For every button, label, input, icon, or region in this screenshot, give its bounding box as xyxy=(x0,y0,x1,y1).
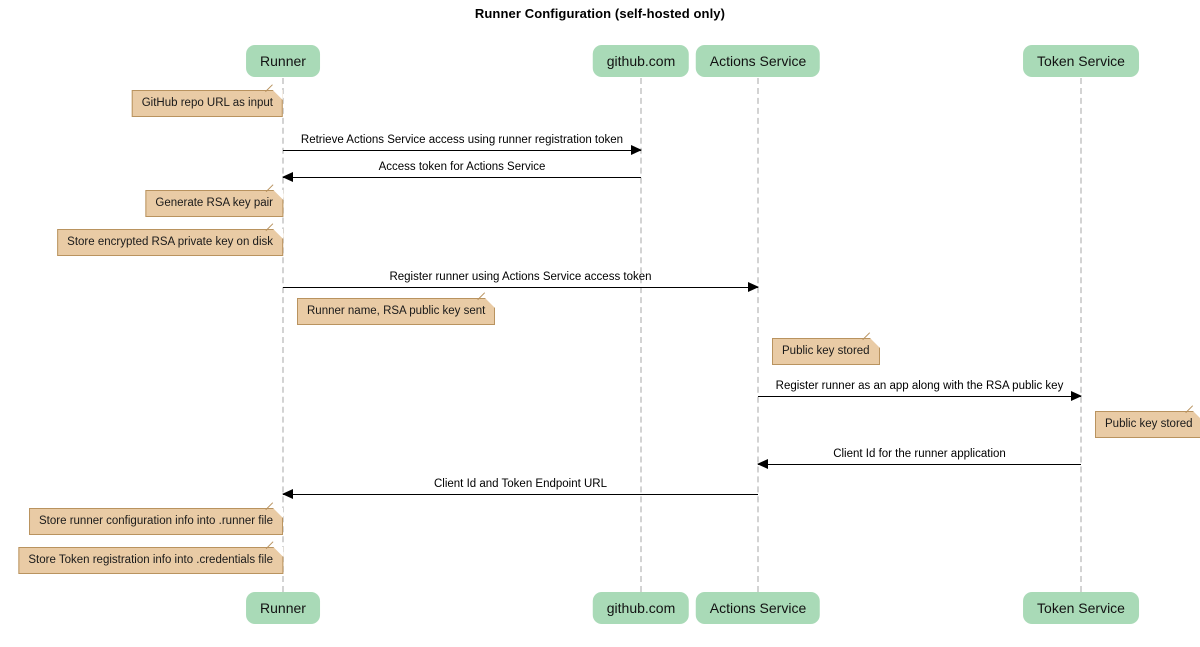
participant-footer-token[interactable]: Token Service xyxy=(1023,592,1139,624)
note-8: Store Token registration info into .cred… xyxy=(18,541,283,574)
message-label: Register runner using Actions Service ac… xyxy=(389,271,652,283)
note-fold-corner-icon xyxy=(869,338,880,348)
participant-header-runner[interactable]: Runner xyxy=(246,45,320,77)
participant-header-actions[interactable]: Actions Service xyxy=(695,45,821,77)
lifeline-token xyxy=(1080,78,1082,592)
note-fold-corner-icon xyxy=(273,547,283,557)
note-text: Generate RSA key pair xyxy=(155,197,273,209)
participant-footer-github[interactable]: github.com xyxy=(592,592,690,624)
note-text: Runner name, RSA public key sent xyxy=(307,305,486,317)
message-5: Client Id for the runner application xyxy=(757,448,1081,469)
message-label: Register runner as an app along with the… xyxy=(775,380,1064,392)
message-4: Register runner as an app along with the… xyxy=(758,380,1082,401)
lifeline-github xyxy=(640,78,642,592)
message-label: Access token for Actions Service xyxy=(378,161,546,173)
note-text: Store encrypted RSA private key on disk xyxy=(67,236,273,248)
message-label: Client Id for the runner application xyxy=(833,448,1006,460)
note-fold-corner-icon xyxy=(273,229,283,239)
message-6: Client Id and Token Endpoint URL xyxy=(282,478,758,499)
arrow-head-icon xyxy=(757,458,768,469)
arrow-head-icon xyxy=(631,144,642,155)
arrow-head-icon xyxy=(1071,390,1082,401)
participant-header-token[interactable]: Token Service xyxy=(1023,45,1139,77)
participant-header-github[interactable]: github.com xyxy=(592,45,690,77)
arrow-head-icon xyxy=(748,281,759,292)
note-text: GitHub repo URL as input xyxy=(141,97,273,109)
participant-footer-runner[interactable]: Runner xyxy=(246,592,320,624)
message-label: Retrieve Actions Service access using ru… xyxy=(300,134,624,146)
note-6: Public key stored xyxy=(1095,405,1200,438)
arrow-head-icon xyxy=(282,171,293,182)
note-text: Store Token registration info into .cred… xyxy=(28,554,273,566)
message-3: Register runner using Actions Service ac… xyxy=(283,271,759,292)
note-fold-corner-icon xyxy=(273,90,283,100)
note-3: Store encrypted RSA private key on disk xyxy=(57,223,283,256)
lifeline-runner xyxy=(282,78,284,592)
diagram-title: Runner Configuration (self-hosted only) xyxy=(474,6,726,21)
note-1: GitHub repo URL as input xyxy=(131,84,283,117)
message-line xyxy=(758,396,1081,397)
note-5: Public key stored xyxy=(772,332,880,365)
note-fold-corner-icon xyxy=(1192,411,1200,421)
message-label: Client Id and Token Endpoint URL xyxy=(433,478,608,490)
message-line xyxy=(283,150,641,151)
message-line xyxy=(283,494,758,495)
note-4: Runner name, RSA public key sent xyxy=(297,292,496,325)
arrow-head-icon xyxy=(282,488,293,499)
note-fold-corner-icon xyxy=(273,190,283,200)
note-text: Public key stored xyxy=(1105,418,1193,430)
note-7: Store runner configuration info into .ru… xyxy=(29,502,283,535)
note-fold-corner-icon xyxy=(485,298,496,308)
message-line xyxy=(283,177,641,178)
message-line xyxy=(283,287,758,288)
participant-footer-actions[interactable]: Actions Service xyxy=(695,592,821,624)
note-fold-corner-icon xyxy=(273,508,283,518)
message-2: Access token for Actions Service xyxy=(282,161,641,182)
message-1: Retrieve Actions Service access using ru… xyxy=(283,134,642,155)
note-2: Generate RSA key pair xyxy=(145,184,283,217)
note-text: Public key stored xyxy=(782,345,870,357)
lifeline-actions xyxy=(757,78,759,592)
message-line xyxy=(758,464,1081,465)
note-text: Store runner configuration info into .ru… xyxy=(39,515,273,527)
